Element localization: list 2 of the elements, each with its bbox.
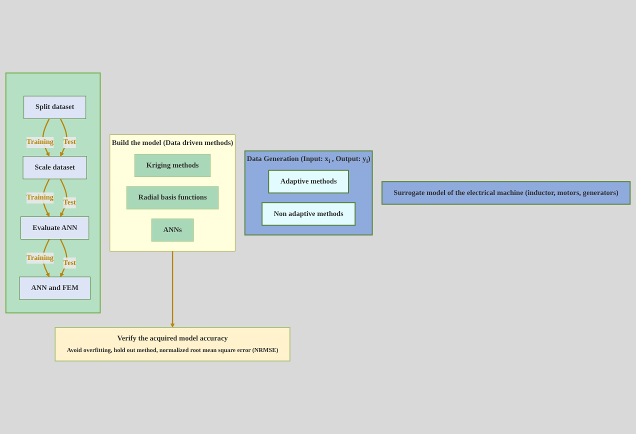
arrow — [170, 251, 175, 328]
cluster — [5, 72, 101, 314]
